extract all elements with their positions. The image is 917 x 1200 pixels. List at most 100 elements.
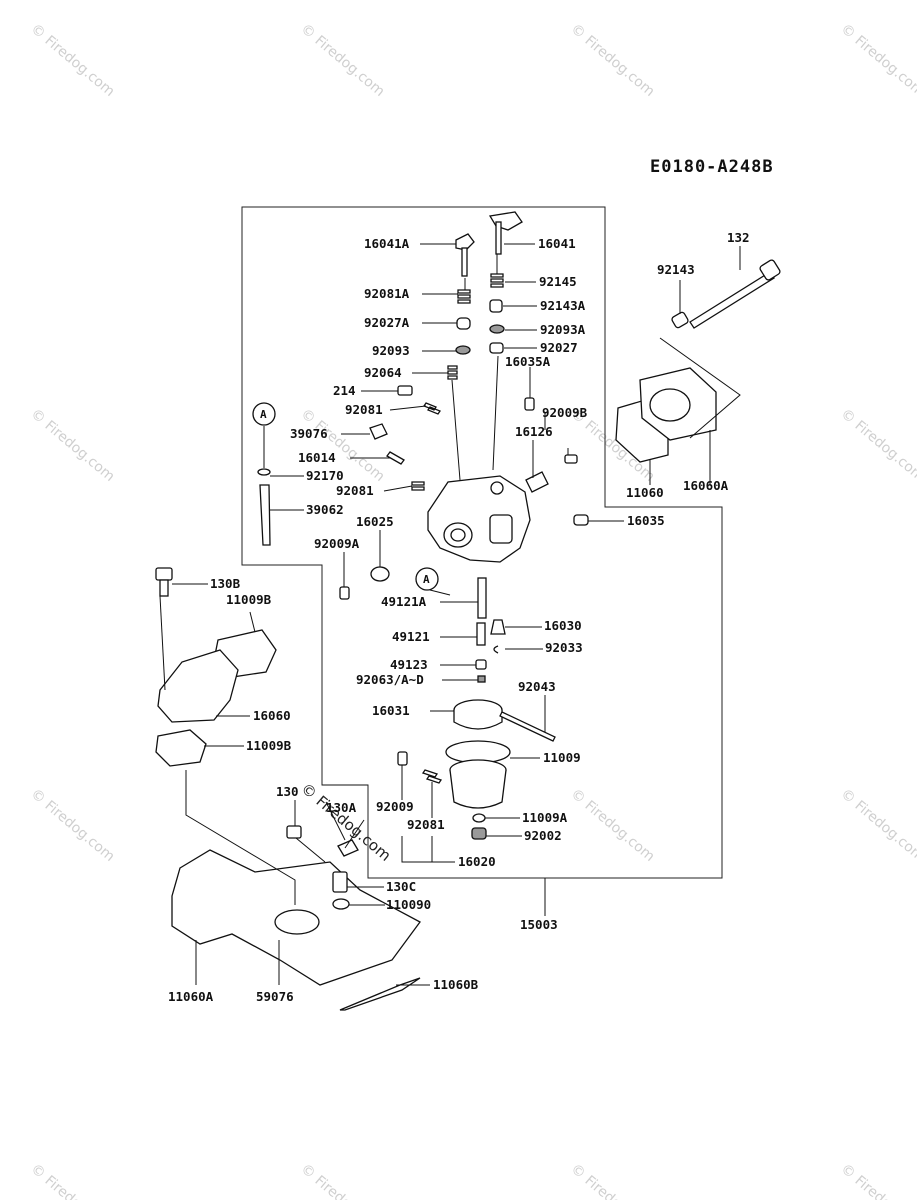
label-92081-lower: 92081 [407, 817, 445, 832]
watermark: © Firedog.com [27, 21, 117, 100]
part-39062 [259, 484, 271, 546]
part-49123 [475, 659, 487, 670]
part-92043 [499, 711, 556, 742]
part-92009A [339, 586, 350, 600]
label-16060A: 16060A [683, 478, 729, 493]
label-11009B-lower: 11009B [246, 738, 292, 753]
part-11060B [339, 977, 421, 1011]
label-92093: 92093 [372, 343, 410, 358]
label-16031: 16031 [372, 703, 410, 718]
part-130 [286, 825, 302, 839]
watermark: © Firedog.com [837, 21, 917, 100]
label-49123: 49123 [390, 657, 428, 672]
circle-ref-a-left-label: A [260, 408, 267, 421]
label-92093A: 92093A [540, 322, 586, 337]
label-11009A: 11009A [522, 810, 568, 825]
label-49121: 49121 [392, 629, 430, 644]
label-92064: 92064 [364, 365, 402, 380]
watermark: © Firedog.com [567, 786, 657, 865]
label-11009B-upper: 11009B [226, 592, 272, 607]
part-92143A [489, 299, 503, 313]
part-110090 [332, 898, 350, 910]
part-16041A [455, 233, 475, 277]
part-carburetor-body [427, 475, 531, 563]
part-92143 [671, 311, 689, 329]
label-39062: 39062 [306, 502, 344, 517]
part-16014 [386, 451, 405, 465]
label-92002: 92002 [524, 828, 562, 843]
part-16031 [453, 699, 503, 730]
part-11009B-lower [155, 729, 207, 767]
label-92009A: 92009A [314, 536, 360, 551]
part-92081A [457, 289, 471, 304]
label-16020: 16020 [458, 854, 496, 869]
label-132: 132 [727, 230, 750, 245]
parts [155, 211, 781, 1011]
label-92143A: 92143A [540, 298, 586, 313]
label-16041A: 16041A [364, 236, 410, 251]
label-16025: 16025 [356, 514, 394, 529]
diagram-code: E0180-A248B [650, 157, 774, 177]
label-92027A: 92027A [364, 315, 410, 330]
label-11060: 11060 [626, 485, 664, 500]
circle-ref-a-mid-label: A [423, 573, 430, 586]
label-16035: 16035 [627, 513, 665, 528]
part-214 [397, 385, 413, 396]
part-16035 [573, 514, 589, 526]
part-130A [337, 839, 359, 857]
label-16030: 16030 [544, 618, 582, 633]
labels: 16041A 16041 92145 92081A 92143A 92027A … [168, 230, 750, 1004]
label-92145: 92145 [539, 274, 577, 289]
part-16030 [490, 619, 506, 635]
part-16060A [639, 367, 717, 441]
label-11060B: 11060B [433, 977, 479, 992]
part-130C [332, 871, 348, 893]
label-39076: 39076 [290, 426, 328, 441]
label-16041: 16041 [538, 236, 576, 251]
part-16126 [525, 471, 549, 493]
label-92170: 92170 [306, 468, 344, 483]
part-16025 [370, 566, 390, 582]
label-49121A: 49121A [381, 594, 427, 609]
label-92009B: 92009B [542, 405, 588, 420]
label-92081-mid: 92081 [336, 483, 374, 498]
part-130B [155, 567, 173, 581]
watermark: © Firedog.com [567, 1161, 657, 1200]
label-92009: 92009 [376, 799, 414, 814]
part-92009 [397, 751, 408, 766]
label-130C: 130C [386, 879, 416, 894]
part-92093 [455, 345, 471, 355]
part-16060 [157, 649, 239, 723]
label-92081-upper: 92081 [345, 402, 383, 417]
part-130B-shank [159, 579, 169, 597]
part-92081-upper [423, 402, 441, 415]
watermark: © Firedog.com [27, 786, 117, 865]
watermark: © Firedog.com [297, 1161, 387, 1200]
label-130B: 130B [210, 576, 241, 591]
part-92064 [447, 365, 458, 380]
label-11009: 11009 [543, 750, 581, 765]
part-49121 [476, 622, 486, 646]
part-92063 [477, 675, 486, 683]
watermark: © Firedog.com [567, 21, 657, 100]
label-59076: 59076 [256, 989, 294, 1004]
part-92002 [471, 827, 487, 840]
part-16041 [488, 211, 523, 255]
label-16035A: 16035A [505, 354, 551, 369]
circle-ref-a-left [252, 402, 276, 426]
watermark: © Firedog.com [27, 1161, 117, 1200]
part-92093A [489, 324, 505, 334]
assembly-outline [241, 206, 723, 879]
watermark: © Firedog.com [837, 406, 917, 485]
watermark: © Firedog.com [297, 21, 387, 100]
part-132 [689, 271, 775, 329]
circle-ref-a-mid [415, 567, 439, 591]
watermark: © Firedog.com [837, 786, 917, 865]
label-92043: 92043 [518, 679, 556, 694]
label-130A: 130A [326, 800, 357, 815]
part-11009A [472, 813, 486, 823]
part-92170 [257, 468, 271, 476]
part-59076-port [274, 909, 320, 935]
label-92063: 92063/A~D [356, 672, 424, 687]
